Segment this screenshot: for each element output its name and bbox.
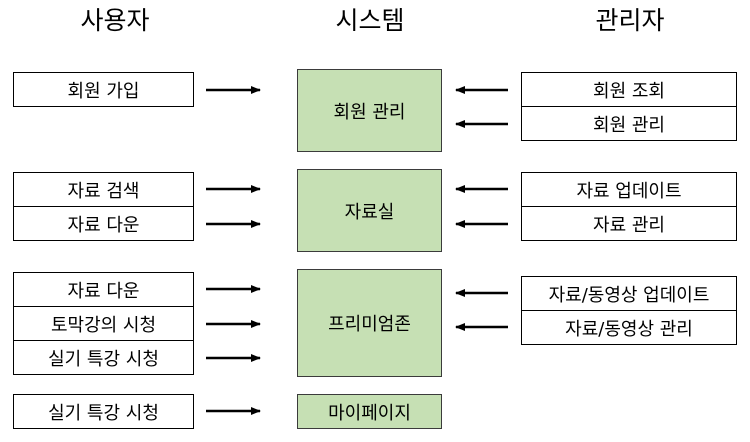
admin-box-archive-management: 자료 관리 <box>521 206 737 241</box>
system-box-archive: 자료실 <box>297 169 442 252</box>
user-box-download: 자료 다운 <box>13 206 194 241</box>
admin-box-member-lookup: 회원 조회 <box>521 72 737 107</box>
admin-box-archive-update: 자료 업데이트 <box>521 172 737 207</box>
system-box-premium-zone: 프리미엄존 <box>297 269 442 377</box>
user-box-signup: 회원 가입 <box>13 72 194 107</box>
system-box-mypage: 마이페이지 <box>297 394 442 429</box>
user-box-short-lecture: 토막강의 시청 <box>13 306 194 341</box>
header-user: 사용자 <box>80 6 150 35</box>
user-box-special-lecture: 실기 특강 시청 <box>13 340 194 375</box>
user-box-mypage-lecture: 실기 특강 시청 <box>13 394 194 429</box>
admin-box-member-management: 회원 관리 <box>521 106 737 141</box>
user-box-search: 자료 검색 <box>13 172 194 207</box>
header-system: 시스템 <box>335 6 405 35</box>
user-box-premium-download: 자료 다운 <box>13 272 194 307</box>
admin-box-media-management: 자료/동영상 관리 <box>521 310 737 345</box>
system-box-member-management: 회원 관리 <box>297 69 442 152</box>
header-admin: 관리자 <box>595 6 665 35</box>
